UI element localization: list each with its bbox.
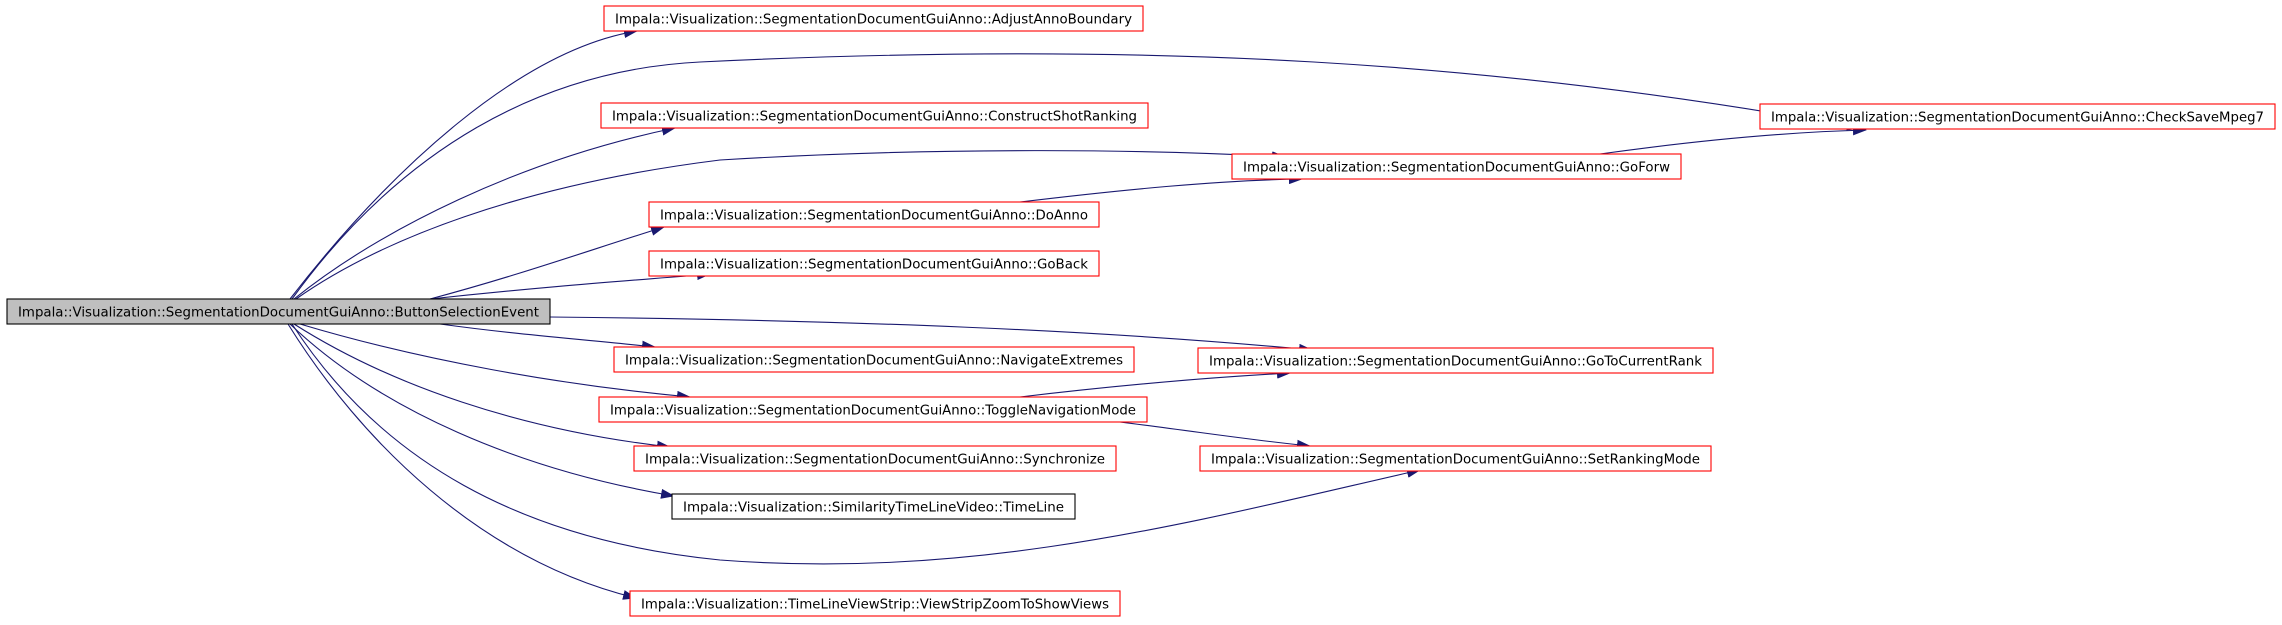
edge-root-to-goforw xyxy=(295,150,1286,300)
node-goforw[interactable]: Impala::Visualization::SegmentationDocum… xyxy=(1231,153,1682,180)
node-zoom[interactable]: Impala::Visualization::TimeLineViewStrip… xyxy=(629,590,1121,617)
node-goback[interactable]: Impala::Visualization::SegmentationDocum… xyxy=(648,250,1100,277)
node-label: Impala::Visualization::SegmentationDocum… xyxy=(1771,110,2264,126)
edge-goforw-to-checksave xyxy=(1599,125,1867,155)
node-label: Impala::Visualization::SegmentationDocum… xyxy=(612,109,1137,125)
node-box xyxy=(633,445,1117,472)
node-box xyxy=(671,493,1076,520)
edge-root-to-gotocur xyxy=(549,316,1313,354)
edge-root-to-doanno xyxy=(429,226,665,300)
node-box xyxy=(598,396,1148,423)
edge-root-to-setrank xyxy=(291,323,1421,565)
node-label: Impala::Visualization::TimeLineViewStrip… xyxy=(641,597,1109,613)
node-box xyxy=(1197,347,1714,374)
edge-root-to-goback xyxy=(429,270,711,300)
node-label: Impala::Visualization::SegmentationDocum… xyxy=(625,353,1123,369)
node-toggle[interactable]: Impala::Visualization::SegmentationDocum… xyxy=(598,396,1148,423)
node-label: Impala::Visualization::SegmentationDocum… xyxy=(18,305,539,321)
node-label: Impala::Visualization::SegmentationDocum… xyxy=(660,208,1088,224)
node-label: Impala::Visualization::SegmentationDocum… xyxy=(610,403,1136,419)
node-label: Impala::Visualization::SegmentationDocum… xyxy=(1243,160,1670,176)
node-root: Impala::Visualization::SegmentationDocum… xyxy=(6,298,551,325)
node-label: Impala::Visualization::SegmentationDocum… xyxy=(615,12,1132,28)
node-label: Impala::Visualization::SegmentationDocum… xyxy=(660,257,1088,273)
node-box xyxy=(6,298,551,325)
edge-root-to-adjust xyxy=(289,28,638,300)
node-label: Impala::Visualization::SimilarityTimeLin… xyxy=(683,500,1064,516)
node-checksave[interactable]: Impala::Visualization::SegmentationDocum… xyxy=(1759,103,2276,130)
edge-toggle-to-gotocur xyxy=(1019,368,1291,398)
edge-root-to-timeline xyxy=(289,323,675,499)
node-setrank[interactable]: Impala::Visualization::SegmentationDocum… xyxy=(1199,445,1712,472)
edge-toggle-to-setrank xyxy=(1119,421,1311,450)
node-box xyxy=(613,346,1135,373)
node-layer: Impala::Visualization::SegmentationDocum… xyxy=(6,5,2276,617)
edge-root-to-toggle xyxy=(299,323,691,401)
node-gotocur[interactable]: Impala::Visualization::SegmentationDocum… xyxy=(1197,347,1714,374)
node-box xyxy=(600,102,1149,129)
node-doanno[interactable]: Impala::Visualization::SegmentationDocum… xyxy=(648,201,1100,228)
edge-root-to-navext xyxy=(439,323,656,351)
edge-doanno-to-goforw xyxy=(1019,174,1303,203)
edge-layer xyxy=(287,28,1867,600)
edge-root-to-checksave xyxy=(291,53,1861,300)
node-box xyxy=(1759,103,2276,130)
node-box xyxy=(1199,445,1712,472)
node-box xyxy=(648,250,1100,277)
edge-root-to-zoom xyxy=(287,323,637,600)
node-box xyxy=(603,5,1144,32)
node-navext[interactable]: Impala::Visualization::SegmentationDocum… xyxy=(613,346,1135,373)
edge-root-to-sync xyxy=(293,323,671,451)
node-box xyxy=(648,201,1100,228)
node-box xyxy=(1231,153,1682,180)
node-label: Impala::Visualization::SegmentationDocum… xyxy=(1211,452,1700,468)
node-label: Impala::Visualization::SegmentationDocum… xyxy=(645,452,1105,468)
node-label: Impala::Visualization::SegmentationDocum… xyxy=(1209,354,1702,370)
node-timeline: Impala::Visualization::SimilarityTimeLin… xyxy=(671,493,1076,520)
node-sync[interactable]: Impala::Visualization::SegmentationDocum… xyxy=(633,445,1117,472)
node-box xyxy=(629,590,1121,617)
node-construct[interactable]: Impala::Visualization::SegmentationDocum… xyxy=(600,102,1149,129)
node-adjust[interactable]: Impala::Visualization::SegmentationDocum… xyxy=(603,5,1144,32)
edge-root-to-construct xyxy=(293,125,676,300)
